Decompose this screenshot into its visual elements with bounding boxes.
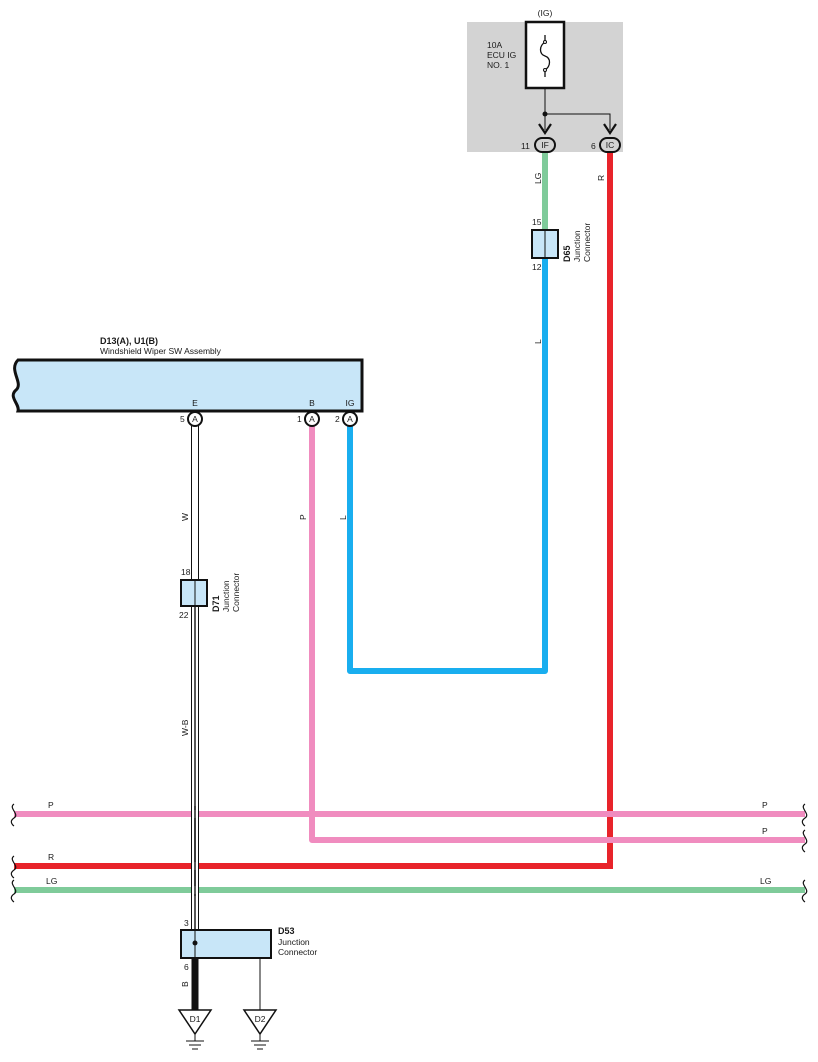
bus-label-lg-left: LG xyxy=(46,876,57,886)
ground-d1: D1 xyxy=(177,1009,213,1050)
ground-d1-label: D1 xyxy=(190,1014,201,1024)
connector-d65-code: D65 xyxy=(562,245,572,262)
terminal-ig-name: IG xyxy=(346,398,355,408)
bus-p-lower-right-end xyxy=(801,829,808,853)
fuse-icon xyxy=(539,35,551,77)
bus-label-r-left: R xyxy=(48,852,54,862)
bus-lg-right-end xyxy=(801,879,808,903)
terminal-e-name: E xyxy=(192,398,198,408)
fuse-box: (IG) 10A ECU IG NO. 1 IF 11 IC 6 xyxy=(467,8,623,153)
switch-assembly-body xyxy=(11,358,364,413)
connector-d53-pin-top: 3 xyxy=(184,918,189,928)
terminal-ig-connector xyxy=(342,411,358,427)
wire-label-w-upper: W xyxy=(180,513,190,521)
fuse-end-bottom xyxy=(543,68,547,72)
switch-assembly-name: Windshield Wiper SW Assembly xyxy=(100,346,222,356)
wire-label-b-ground: B xyxy=(180,981,190,987)
connector-d71-pin-top: 18 xyxy=(181,567,191,577)
fuse-name-line2: NO. 1 xyxy=(487,60,509,70)
terminal-b-connector xyxy=(304,411,320,427)
bus-p-upper-left-end xyxy=(10,803,17,827)
fuse-box-header: (IG) xyxy=(538,8,553,18)
terminal-b-pin: 1 xyxy=(297,414,302,424)
bus-end-markers xyxy=(10,803,808,903)
wire-label-r-fuse: R xyxy=(596,175,606,181)
bus-label-p-right-2: P xyxy=(762,826,768,836)
connector-d53: 3 6 D53 Junction Connector xyxy=(180,918,317,972)
arrow-if-icon xyxy=(538,123,552,135)
connector-d65-pin-top: 15 xyxy=(532,217,542,227)
fuse-end-top xyxy=(543,40,547,44)
connector-d53-junction-dot xyxy=(192,940,198,946)
terminal-e-connector xyxy=(187,411,203,427)
bus-p-upper-right-end xyxy=(801,803,808,827)
fuse-name-line1: ECU IG xyxy=(487,50,516,60)
terminal-ig-pin: 2 xyxy=(335,414,340,424)
connector-d71-line1: Junction xyxy=(221,580,231,612)
terminal-b-name: B xyxy=(309,398,315,408)
bus-label-lg-right: LG xyxy=(760,876,771,886)
terminal-ig-connector-letter: A xyxy=(347,414,353,424)
connector-d53-pin-bottom: 6 xyxy=(184,962,189,972)
wire-label-lg-fuse: LG xyxy=(533,173,543,184)
connector-d65-pin-bottom: 12 xyxy=(532,262,542,272)
connector-d53-line1: Junction xyxy=(278,937,310,947)
bus-labels: P P P R LG LG xyxy=(46,800,771,886)
wire-label-l-lower: L xyxy=(338,515,348,520)
ground-d2-triangle xyxy=(242,1009,278,1036)
terminal-ic xyxy=(599,137,621,153)
terminal-if-pin: 11 xyxy=(521,141,530,151)
connector-d53-code: D53 xyxy=(278,926,295,936)
ground-d2: D2 xyxy=(242,1009,278,1050)
terminal-if xyxy=(534,137,556,153)
switch-assembly-code: D13(A), U1(B) xyxy=(100,336,158,346)
wire-p-b xyxy=(309,426,805,843)
wires xyxy=(14,153,805,1010)
bus-label-p-left: P xyxy=(48,800,54,810)
bus-r-left-end xyxy=(10,855,17,879)
connector-d65-line1: Junction xyxy=(572,230,582,262)
connector-d71-pin-bottom: 22 xyxy=(179,610,189,620)
fuse-rating: 10A xyxy=(487,40,502,50)
bus-lg-left-end xyxy=(10,879,17,903)
bus-label-p-right-1: P xyxy=(762,800,768,810)
connector-d71-body xyxy=(180,579,208,607)
connector-d53-line2: Connector xyxy=(278,947,317,957)
terminal-ic-pin: 6 xyxy=(591,141,596,151)
arrow-ic-icon xyxy=(603,123,617,135)
switch-assembly: D13(A), U1(B) Windshield Wiper SW Assemb… xyxy=(11,336,364,427)
terminal-e-pin: 5 xyxy=(180,414,185,424)
wire-l-ig xyxy=(347,258,548,674)
terminal-if-label: IF xyxy=(541,140,549,150)
wire-label-l-upper: L xyxy=(533,339,543,344)
connector-d65: 15 12 D65 Junction Connector xyxy=(531,217,592,272)
connector-d71-code: D71 xyxy=(211,595,221,612)
wire-label-p-vertical: P xyxy=(298,514,308,520)
connector-d71-line2: Connector xyxy=(231,573,241,612)
connector-d71: 18 22 D71 Junction Connector xyxy=(179,567,241,620)
ground-d1-triangle xyxy=(177,1009,213,1036)
terminal-b-connector-letter: A xyxy=(309,414,315,424)
connector-d65-line2: Connector xyxy=(582,223,592,262)
terminal-ic-label: IC xyxy=(606,140,615,150)
wire-label-wb: W-B xyxy=(180,719,190,736)
wire-labels: LG R L L P W W-B B xyxy=(180,173,606,987)
fuse-branch-wire xyxy=(545,113,611,130)
ground-d2-label: D2 xyxy=(255,1014,266,1024)
terminal-e-connector-letter: A xyxy=(192,414,198,424)
fuse-body xyxy=(524,20,566,90)
